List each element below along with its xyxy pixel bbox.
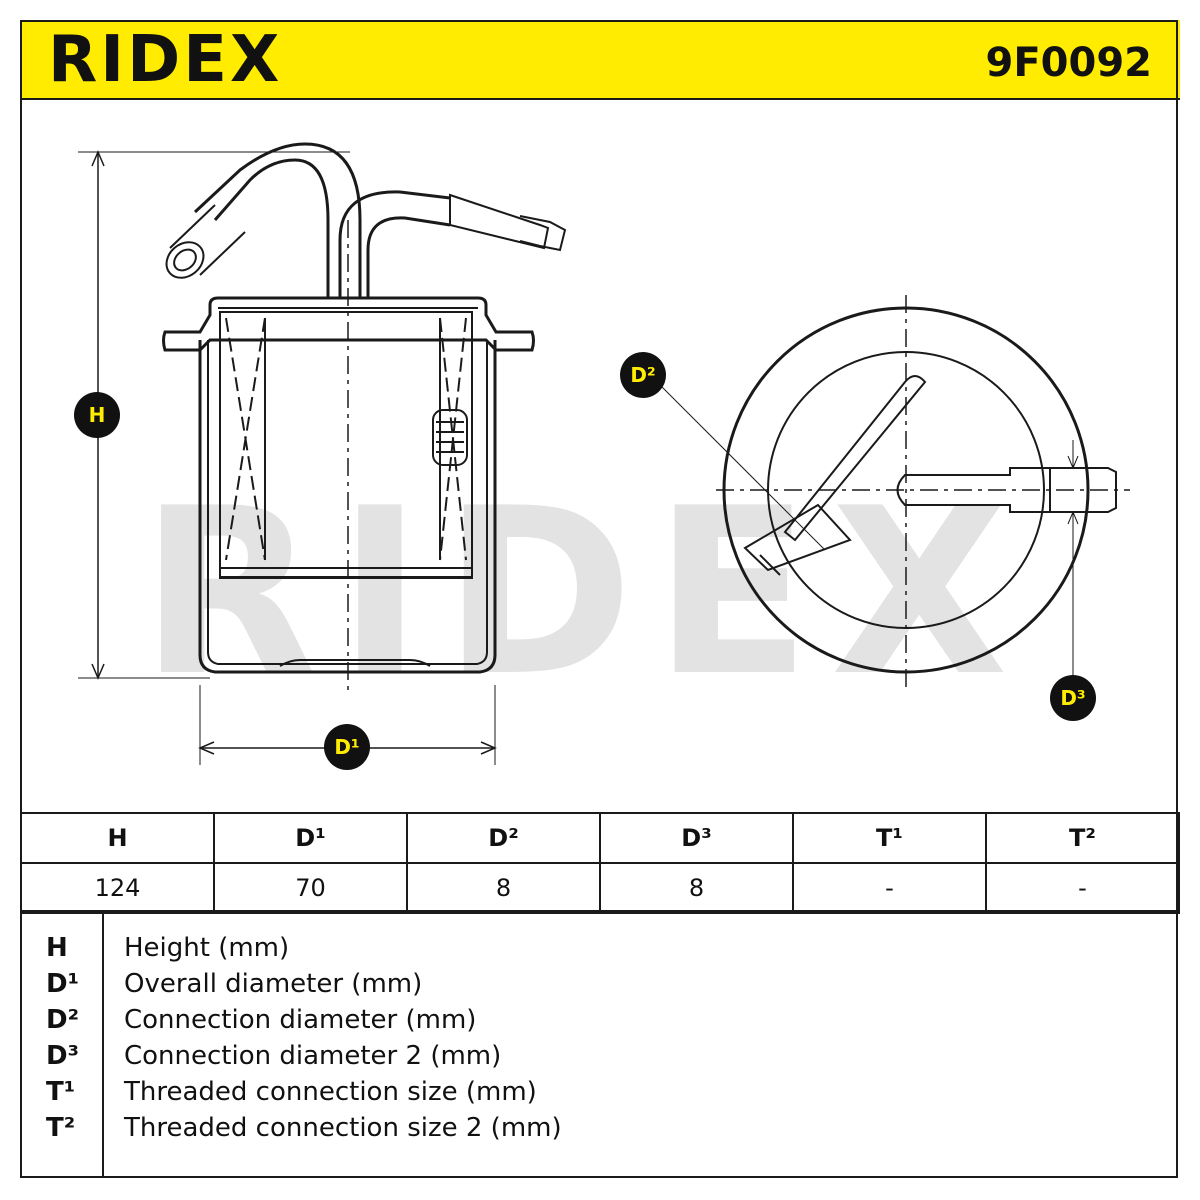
- outer-frame: [20, 20, 1178, 1178]
- legend-desc: Height (mm): [124, 933, 290, 963]
- legend-item: T¹ Threaded connection size (mm): [20, 1074, 1120, 1110]
- legend-desc: Threaded connection size 2 (mm): [124, 1113, 562, 1143]
- legend-item: D² Connection diameter (mm): [20, 1002, 1120, 1038]
- badge-h: H: [74, 392, 120, 438]
- legend-item: D³ Connection diameter 2 (mm): [20, 1038, 1120, 1074]
- brand-logo: RIDEX: [48, 23, 283, 97]
- legend-divider: [102, 912, 104, 1178]
- legend-key: H: [46, 933, 68, 963]
- header-d2: D²: [406, 812, 601, 864]
- header-t2: T²: [985, 812, 1180, 864]
- value-h: 124: [20, 862, 215, 914]
- watermark-logo: RIDEX: [140, 460, 1029, 727]
- side-view: [78, 142, 567, 765]
- badge-d3: D³: [1050, 675, 1096, 721]
- spec-value-row: 124 70 8 8 - -: [20, 862, 1180, 914]
- spec-table: H D¹ D² D³ T¹ T² 124 70 8 8 - -: [20, 812, 1180, 914]
- spec-header-row: H D¹ D² D³ T¹ T²: [20, 812, 1180, 864]
- header-t1: T¹: [792, 812, 987, 864]
- legend: H Height (mm) D¹ Overall diameter (mm) D…: [20, 910, 1180, 1178]
- legend-item: D¹ Overall diameter (mm): [20, 966, 1120, 1002]
- legend-item: T² Threaded connection size 2 (mm): [20, 1110, 1120, 1146]
- top-view: [659, 295, 1130, 690]
- header-d1: D¹: [213, 812, 408, 864]
- technical-drawing: RIDEX: [20, 100, 1180, 812]
- header-bar: RIDEX 9F0092: [20, 20, 1180, 100]
- badge-d2: D²: [620, 352, 666, 398]
- legend-desc: Connection diameter 2 (mm): [124, 1041, 502, 1071]
- value-d2: 8: [406, 862, 601, 914]
- badge-d1: D¹: [324, 724, 370, 770]
- legend-item: H Height (mm): [20, 930, 1120, 966]
- legend-key: T¹: [46, 1077, 76, 1107]
- legend-desc: Overall diameter (mm): [124, 969, 423, 999]
- value-d1: 70: [213, 862, 408, 914]
- part-number: 9F0092: [985, 40, 1152, 86]
- legend-key: D²: [46, 1005, 79, 1035]
- filter-diagram: [78, 142, 1130, 765]
- value-t2: -: [985, 862, 1180, 914]
- value-t1: -: [792, 862, 987, 914]
- legend-desc: Threaded connection size (mm): [124, 1077, 537, 1107]
- header-h: H: [20, 812, 215, 864]
- legend-key: D³: [46, 1041, 79, 1071]
- legend-key: D¹: [46, 969, 79, 999]
- header-d3: D³: [599, 812, 794, 864]
- value-d3: 8: [599, 862, 794, 914]
- legend-desc: Connection diameter (mm): [124, 1005, 477, 1035]
- legend-key: T²: [46, 1113, 76, 1143]
